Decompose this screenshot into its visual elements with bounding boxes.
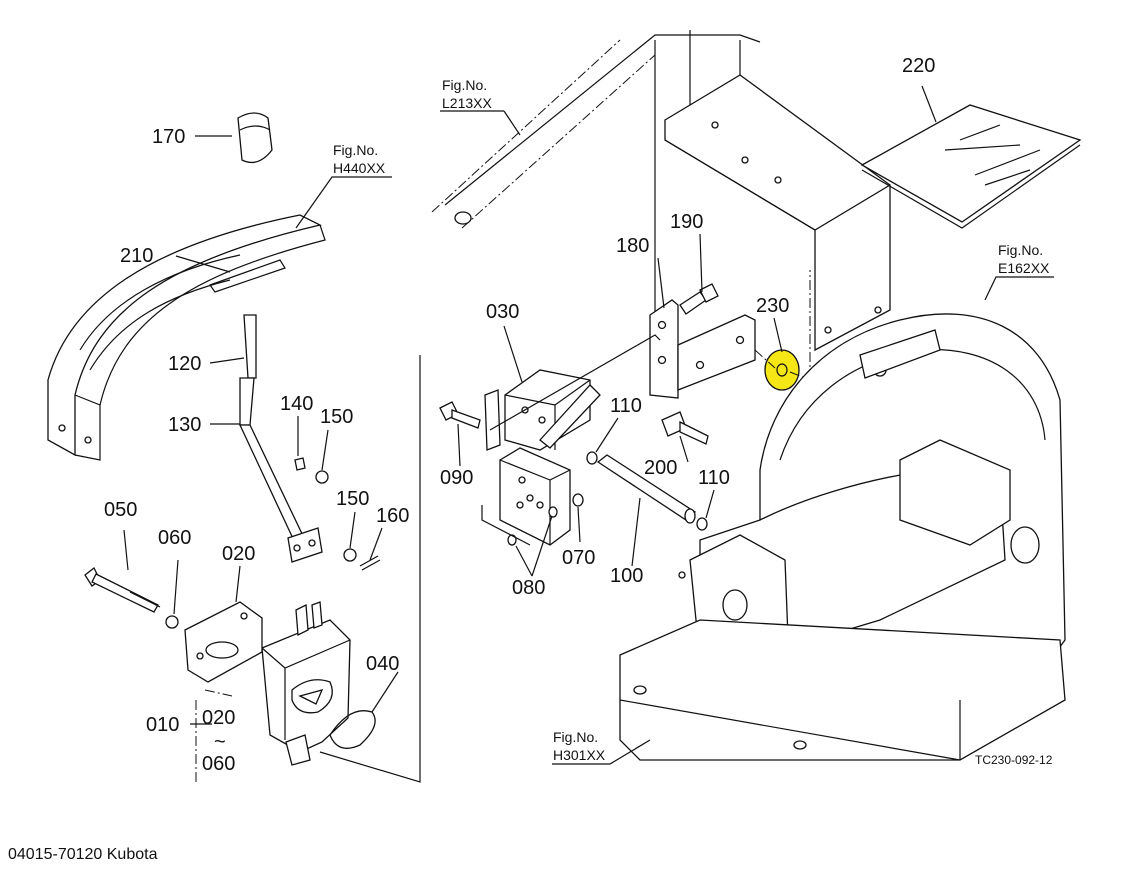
- label-220: 220: [902, 55, 935, 77]
- fig-ref-H301-line2: H301XX: [553, 747, 606, 763]
- valve-block-lower: [499, 447, 571, 546]
- label-range-tilde: ~: [214, 731, 226, 753]
- label-180: 180: [616, 235, 649, 257]
- label-090: 090: [440, 467, 473, 489]
- drawing-code: TC230-092-12: [975, 753, 1053, 767]
- label-020-range-start: 020: [202, 707, 235, 729]
- label-150-lower: 150: [336, 488, 369, 510]
- label-060-range-end: 060: [202, 753, 235, 775]
- label-030: 030: [486, 301, 519, 323]
- label-160: 160: [376, 505, 409, 527]
- label-230: 230: [756, 295, 789, 317]
- fig-ref-E162-line1: Fig.No.: [998, 242, 1043, 258]
- fig-ref-L213-line2: L213XX: [442, 95, 492, 111]
- label-050: 050: [104, 499, 137, 521]
- pipe-100: [596, 454, 697, 524]
- label-200: 200: [644, 457, 677, 479]
- transmission-housing: [619, 313, 1066, 761]
- pin-and-washers: [294, 457, 381, 571]
- label-210: 210: [120, 245, 153, 267]
- label-060: 060: [158, 527, 191, 549]
- label-140: 140: [280, 393, 313, 415]
- o-ring-080a: [548, 506, 558, 518]
- lever-guide-plate: [47, 214, 326, 461]
- bolt-190: [679, 283, 719, 315]
- o-ring-040: [329, 710, 376, 749]
- fig-ref-E162-line2: E162XX: [998, 260, 1050, 276]
- label-120: 120: [168, 353, 201, 375]
- part-caption: 04015-70120 Kubota: [8, 846, 158, 863]
- bracket-180: [649, 299, 756, 399]
- label-150-upper: 150: [320, 406, 353, 428]
- label-010: 010: [146, 714, 179, 736]
- o-ring-110b: [696, 517, 708, 531]
- label-110-upper: 110: [610, 395, 642, 417]
- fig-ref-H440-line1: Fig.No.: [333, 142, 378, 158]
- label-020: 020: [222, 543, 255, 565]
- washer-230-highlighted: [764, 349, 800, 391]
- knob-170: [237, 112, 273, 164]
- label-100: 100: [610, 565, 643, 587]
- fig-ref-H440-line2: H440XX: [333, 160, 386, 176]
- valve-block-030: [484, 369, 601, 451]
- bolt-050: [84, 567, 179, 629]
- bolt-200: [661, 411, 709, 445]
- o-ring-070: [572, 493, 584, 507]
- label-070: 070: [562, 547, 595, 569]
- label-170: 170: [152, 126, 185, 148]
- fig-ref-H301-line1: Fig.No.: [553, 729, 598, 745]
- label-110-lower: 110: [698, 467, 730, 489]
- label-190: 190: [670, 211, 703, 233]
- cover-plate-020: [184, 601, 263, 683]
- fig-ref-L213-line1: Fig.No.: [442, 77, 487, 93]
- bolt-090: [439, 401, 481, 429]
- label-130: 130: [168, 414, 201, 436]
- label-040: 040: [366, 653, 399, 675]
- label-080: 080: [512, 577, 545, 599]
- control-valve-010: [261, 601, 351, 766]
- frame-L213: [431, 30, 891, 360]
- lever-rod: [238, 314, 323, 563]
- manual-220: [860, 104, 1082, 229]
- o-ring-110a: [586, 451, 598, 465]
